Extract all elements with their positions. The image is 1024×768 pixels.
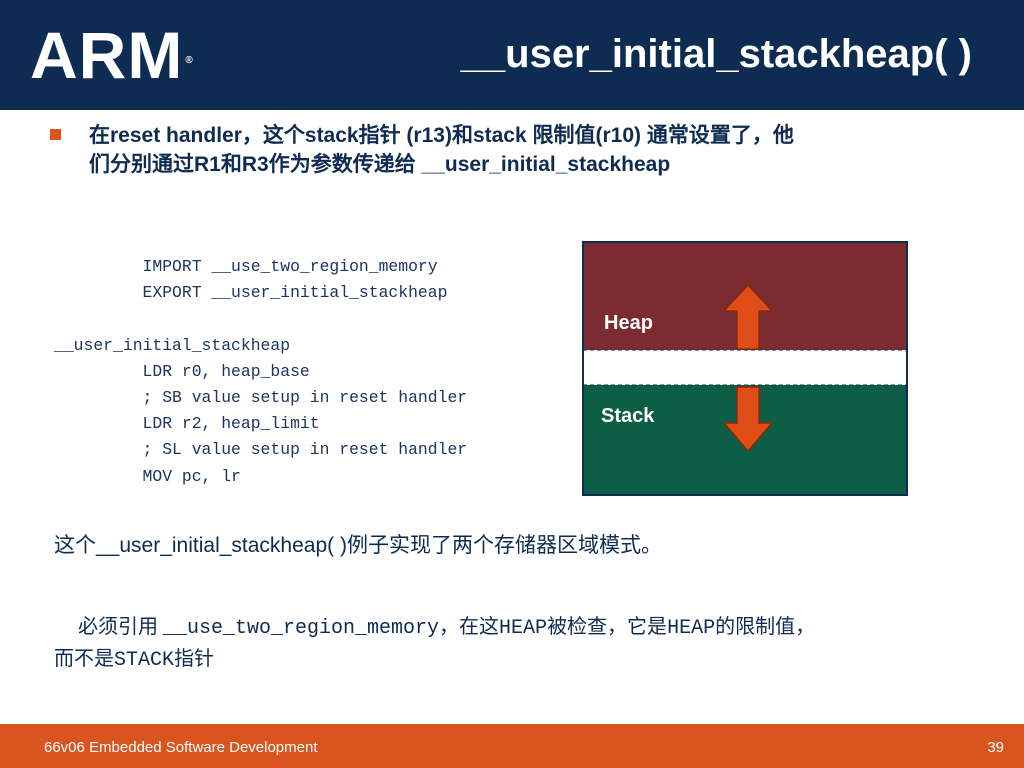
- description-paragraph: 这个__user_initial_stackheap( )例子实现了两个存储器区…: [54, 534, 662, 557]
- heap-growth-up-arrow-icon: [722, 283, 774, 350]
- stack-label: Stack: [601, 405, 655, 427]
- code-line: LDR r2, heap_limit: [54, 414, 320, 434]
- note-text: ，在这: [439, 616, 500, 638]
- note-text: 必须引用: [78, 616, 163, 638]
- slide-header: ARM® __user_initial_stackheap( ): [0, 0, 1024, 110]
- bullet-line-1: 在reset handler，这个stack指针 (r13)和stack 限制值…: [89, 124, 794, 147]
- note-text: 而不是: [54, 648, 114, 670]
- code-line: MOV pc, lr: [54, 466, 241, 486]
- note-code: HEAP: [667, 617, 716, 640]
- note-code: HEAP: [499, 617, 548, 640]
- code-block: IMPORT __use_two_region_memory EXPORT __…: [54, 254, 467, 490]
- note-code: STACK: [114, 649, 175, 672]
- note-code: __use_two_region_memory: [163, 617, 440, 640]
- code-line: IMPORT __use_two_region_memory: [54, 257, 438, 276]
- stack-growth-down-arrow-icon: [722, 386, 774, 453]
- code-line: ; SB value setup in reset handler: [54, 387, 468, 407]
- bullet-square-icon: [50, 129, 61, 140]
- bullet-line-2: 们分别通过R1和R3作为参数传递给 __user_initial_stackhe…: [89, 153, 671, 176]
- code-line: LDR r0, heap_base: [54, 361, 310, 381]
- note-paragraph: 必须引用 __use_two_region_memory，在这HEAP被检查，它…: [54, 612, 984, 676]
- diagram-border: [582, 241, 908, 496]
- registered-mark: ®: [185, 55, 194, 66]
- course-name: 66v06 Embedded Software Development: [44, 739, 318, 756]
- heap-label: Heap: [604, 312, 653, 334]
- slide-footer: 66v06 Embedded Software Development 39: [0, 724, 1024, 768]
- code-line: [54, 306, 467, 332]
- bullet-text: 在reset handler，这个stack指针 (r13)和stack 限制值…: [89, 121, 969, 179]
- free-region: [583, 350, 907, 385]
- memory-diagram: Heap Stack: [582, 241, 908, 496]
- note-text: 的限制值，: [715, 616, 816, 638]
- arm-logo: ARM®: [30, 22, 194, 88]
- code-line: __user_initial_stackheap: [54, 335, 291, 355]
- code-line: ; SL value setup in reset handler: [54, 440, 468, 460]
- page-number: 39: [987, 739, 1004, 756]
- arm-logo-text: ARM: [30, 18, 184, 92]
- note-text: 指针: [174, 648, 215, 670]
- code-line: EXPORT __user_initial_stackheap: [54, 283, 448, 303]
- note-text: 被检查，它是: [547, 616, 668, 638]
- slide-title: __user_initial_stackheap( ): [460, 32, 972, 76]
